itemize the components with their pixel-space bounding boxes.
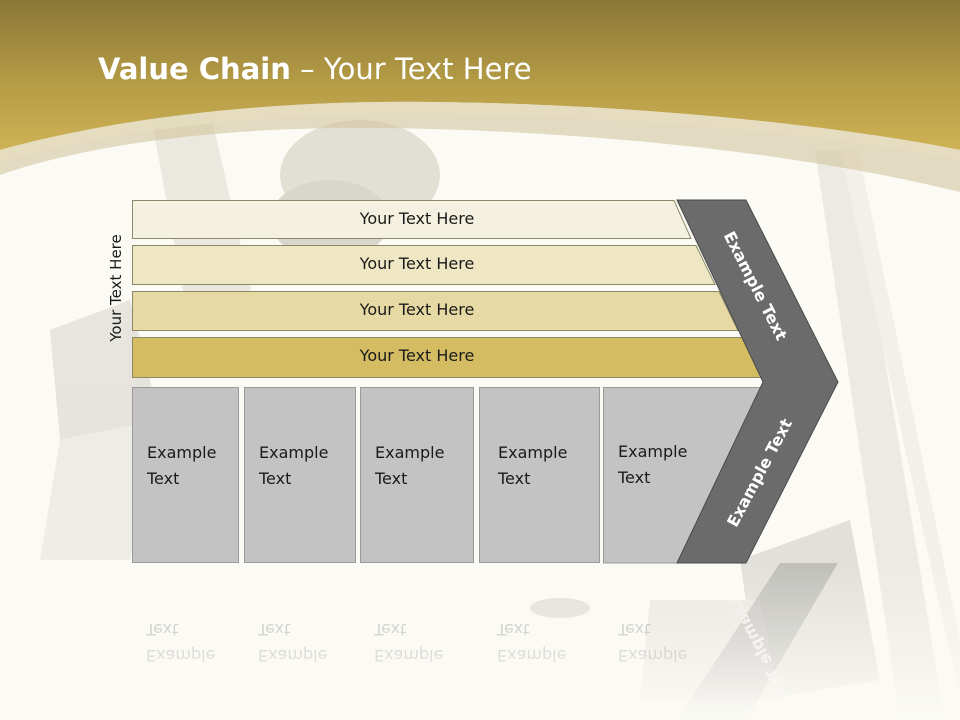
column-3-line2: Text [375, 469, 408, 488]
title-rest: – Your Text Here [290, 52, 532, 86]
column-1-line2: Text [147, 469, 180, 488]
column-2-line1: Example [259, 443, 329, 462]
side-label: Your Text Here [107, 234, 125, 342]
band-3-label: Your Text Here [359, 300, 475, 319]
column-5-line1: Example [618, 442, 688, 461]
column-2-line2: Text [259, 469, 292, 488]
column-1-line1: Example [147, 443, 217, 462]
band-4-label: Your Text Here [359, 346, 475, 365]
column-4-line1: Example [498, 443, 568, 462]
band-2-label: Your Text Here [359, 254, 475, 273]
header-banner [0, 0, 960, 192]
band-1-label: Your Text Here [359, 209, 475, 228]
column-4-line2: Text [498, 469, 531, 488]
slide-title: Value Chain – Your Text Here [98, 52, 532, 86]
column-3-line1: Example [375, 443, 445, 462]
reflection-fade [0, 563, 960, 720]
title-bold: Value Chain [98, 52, 291, 86]
column-5-line2: Text [618, 468, 651, 487]
